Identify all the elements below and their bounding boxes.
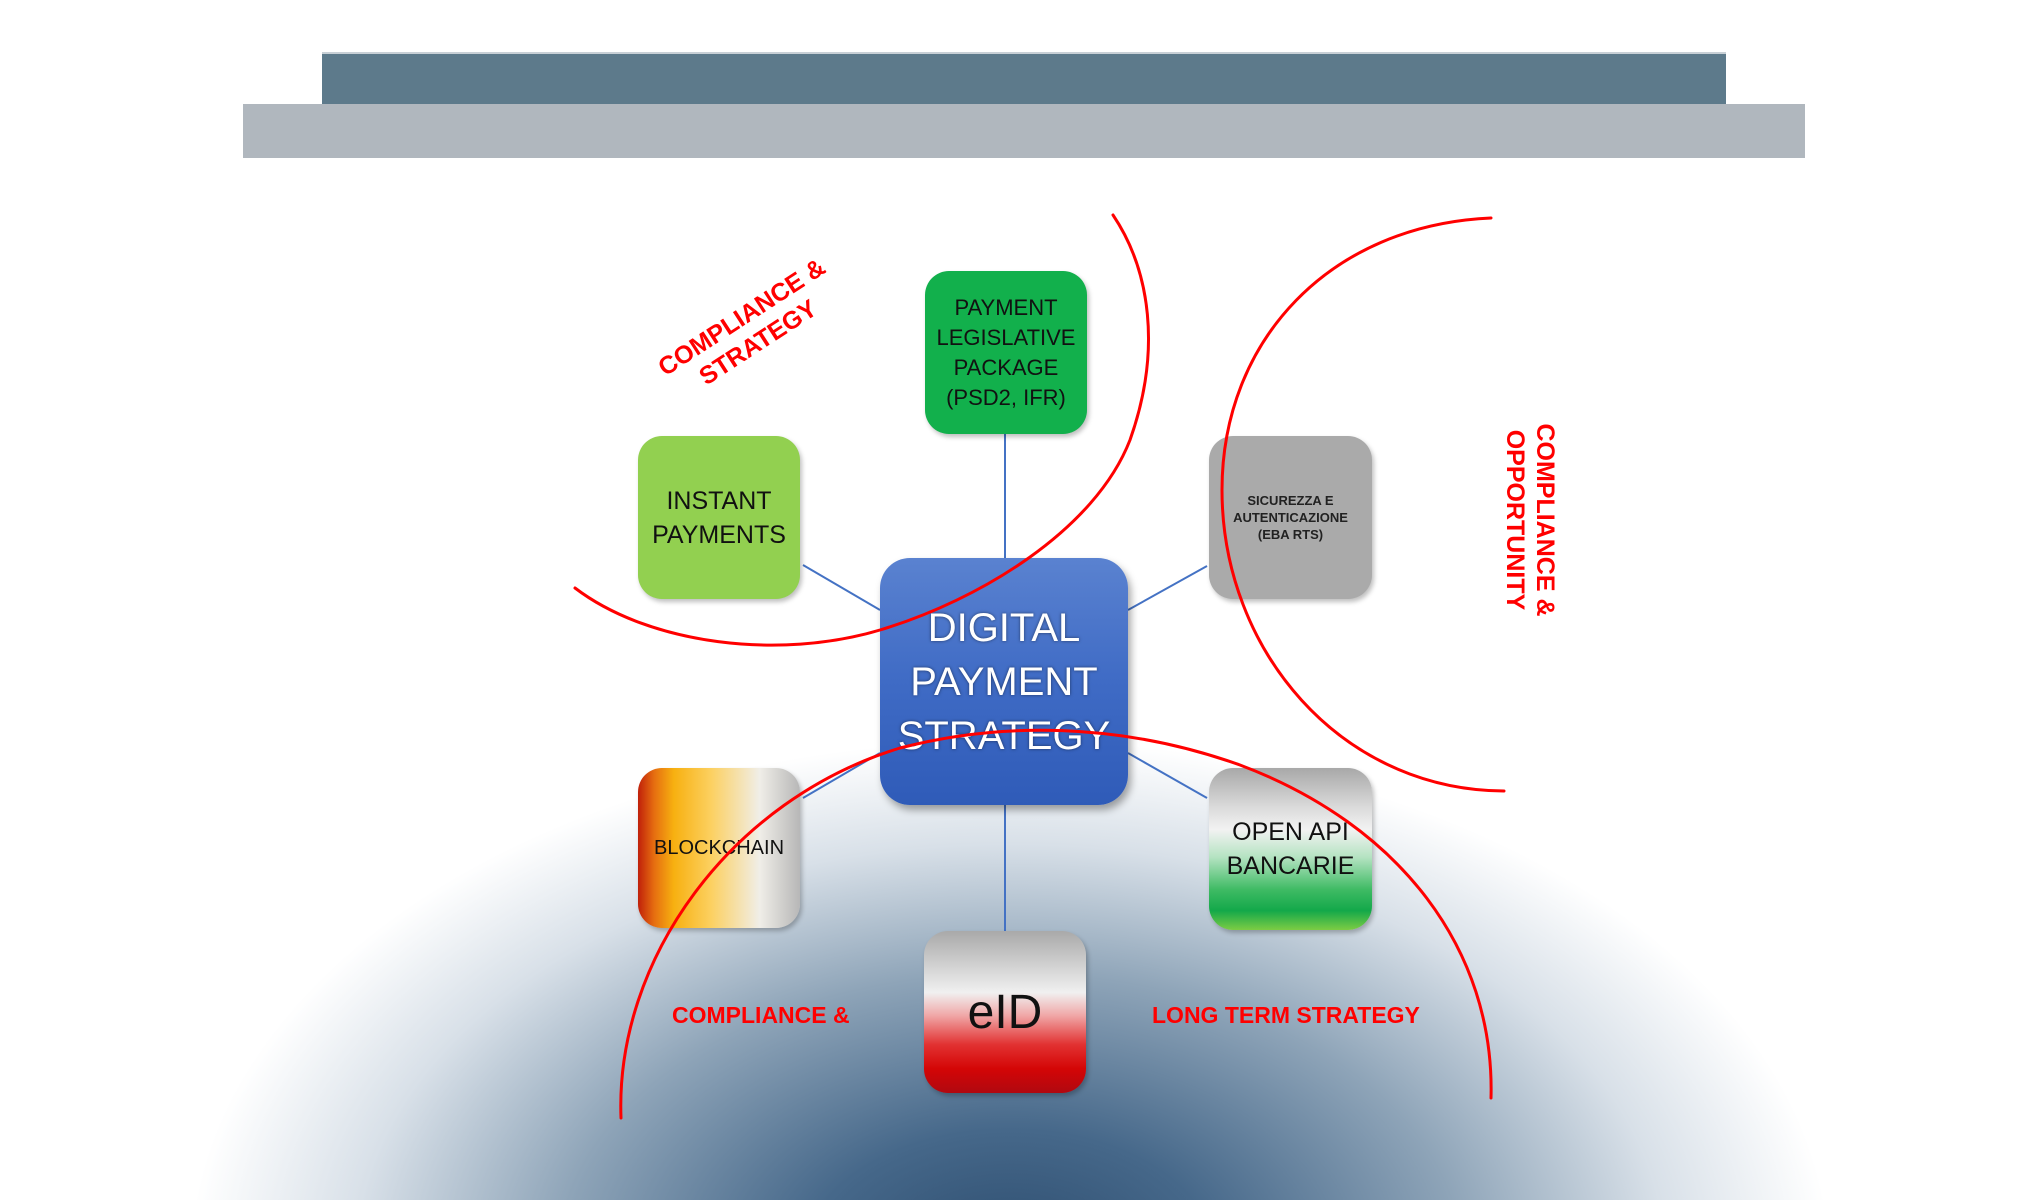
node-instant-payments: INSTANT PAYMENTS (638, 436, 800, 599)
connector-instant (802, 564, 881, 611)
connector-openapi (1127, 752, 1208, 799)
zone-label-long-term-strategy: LONG TERM STRATEGY (1152, 1002, 1420, 1028)
node-sicurezza-autenticazione: SICUREZZA E AUTENTICAZIONE (EBA RTS) (1209, 436, 1372, 599)
connector-sicurezza (1127, 565, 1208, 611)
node-blockchain: BLOCKCHAIN (638, 768, 800, 928)
arc-upper-left (573, 213, 1150, 647)
arc-bottom (619, 728, 1493, 1120)
node-open-api-bancarie: OPEN API BANCARIE (1209, 768, 1372, 930)
arc-right (1220, 216, 1506, 793)
zone-label-compliance-bottom: COMPLIANCE & (672, 1002, 850, 1028)
title-banner-top (322, 52, 1726, 106)
center-node-digital-payment-strategy: DIGITAL PAYMENT STRATEGY (880, 558, 1128, 805)
title-banner-bottom (243, 104, 1805, 158)
node-eid: eID (924, 931, 1086, 1093)
node-payment-legislative-package: PAYMENT LEGISLATIVE PACKAGE (PSD2, IFR) (925, 271, 1087, 434)
zone-label-compliance-opportunity: COMPLIANCE & OPPORTUNITY (1501, 423, 1559, 617)
